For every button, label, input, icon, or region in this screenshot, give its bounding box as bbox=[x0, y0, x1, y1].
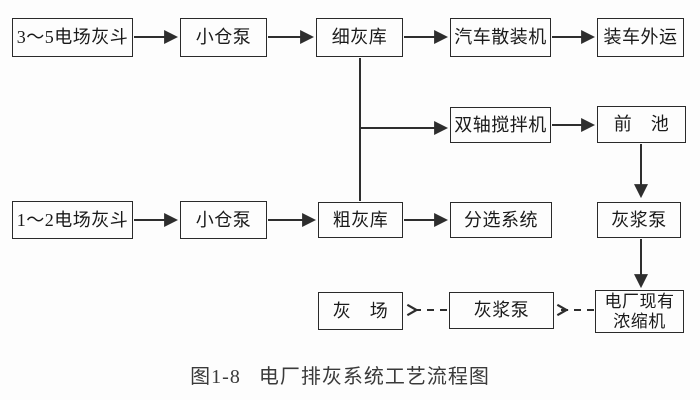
figure-caption: 图1-8 电厂排灰系统工艺流程图 bbox=[0, 360, 680, 389]
figure-title: 电厂排灰系统工艺流程图 bbox=[258, 366, 490, 388]
node-twin-shaft-mixer: 双轴搅拌机 bbox=[450, 107, 551, 143]
node-sorting-system: 分选系统 bbox=[450, 202, 552, 238]
node-silo-pump-bottom: 小仓泵 bbox=[180, 201, 267, 239]
node-existing-thickener: 电厂现有 浓缩机 bbox=[595, 290, 684, 333]
node-fore-pool: 前 池 bbox=[597, 106, 686, 143]
node-silo-pump-top: 小仓泵 bbox=[180, 18, 267, 57]
node-fine-ash-silo: 细灰库 bbox=[316, 18, 403, 57]
node-slurry-pump-right: 灰浆泵 bbox=[597, 202, 681, 238]
node-ash-yard: 灰 场 bbox=[318, 292, 403, 330]
node-hopper-3-5: 3～5电场灰斗 bbox=[12, 18, 133, 57]
node-load-and-transport: 装车外运 bbox=[597, 18, 684, 57]
node-truck-bulk-loader: 汽车散装机 bbox=[450, 18, 551, 57]
node-coarse-ash-silo: 粗灰库 bbox=[318, 202, 403, 238]
figure-number: 图1-8 bbox=[190, 366, 241, 388]
node-slurry-pump-bottom: 灰浆泵 bbox=[449, 292, 554, 329]
node-hopper-1-2: 1～2电场灰斗 bbox=[12, 201, 133, 239]
